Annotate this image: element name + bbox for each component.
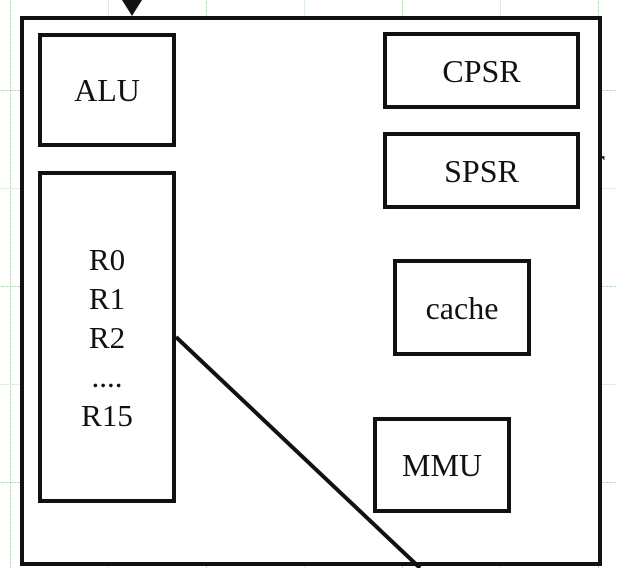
register-r1: R1 [88, 280, 126, 316]
register-bank-box: R0 R1 R2 .... R15 [38, 171, 176, 503]
register-r2: R2 [88, 319, 126, 355]
alu-label: ALU [74, 72, 140, 108]
cpsr-label: CPSR [442, 52, 521, 89]
mmu-box: MMU [373, 417, 511, 513]
cache-label: cache [425, 289, 499, 326]
spsr-label: SPSR [444, 152, 519, 189]
register-r0: R0 [88, 241, 126, 277]
cache-box: cache [393, 259, 531, 356]
cpsr-box: CPSR [383, 32, 580, 109]
alu-box: ALU [38, 33, 176, 147]
spsr-box: SPSR [383, 132, 580, 209]
register-r15: R15 [81, 397, 133, 433]
mmu-label: MMU [401, 447, 482, 483]
register-ellipsis: .... [91, 358, 123, 394]
incoming-arrowhead [122, 0, 142, 16]
